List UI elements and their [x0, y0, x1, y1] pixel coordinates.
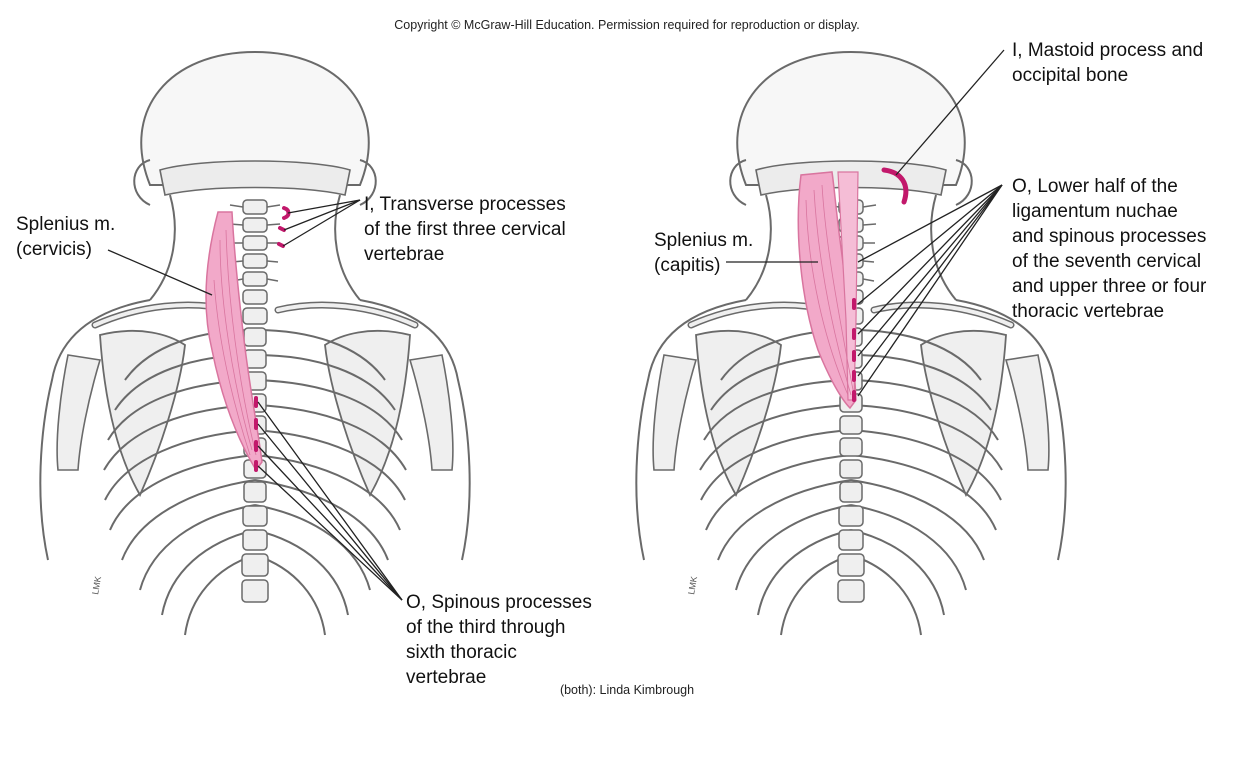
copyright-notice: Copyright © McGraw-Hill Education. Permi… [394, 18, 860, 32]
right-figure: LMK [636, 50, 1065, 635]
right-origin-label: O, Lower half of the ligamentum nuchae a… [1012, 176, 1207, 322]
left-muscle-label: Splenius m. (cervicis) [16, 214, 116, 260]
left-skeleton [40, 52, 469, 635]
right-leader-lines [726, 49, 1005, 397]
left-figure: LMK [40, 52, 469, 635]
left-origin-label: O, Spinous processes of the third throug… [406, 592, 592, 688]
left-insertion-marks [277, 206, 291, 248]
left-insertion-label: I, Transverse processes of the first thr… [364, 194, 566, 265]
right-signature: LMK [686, 575, 699, 595]
illustration-credit: (both): Linda Kimbrough [559, 683, 695, 697]
right-muscle-label: Splenius m. (capitis) [654, 230, 754, 276]
splenius-cervicis-muscle [205, 211, 263, 472]
left-signature: LMK [90, 575, 103, 595]
right-insertion-label: I, Mastoid process and occipital bone [1012, 40, 1204, 86]
muscle-fibers-right [805, 184, 854, 396]
right-insertion-mark [881, 167, 909, 205]
left-leader-lines [107, 199, 403, 601]
muscle-fibers-left [213, 229, 257, 456]
splenius-capitis-muscle [797, 171, 857, 410]
